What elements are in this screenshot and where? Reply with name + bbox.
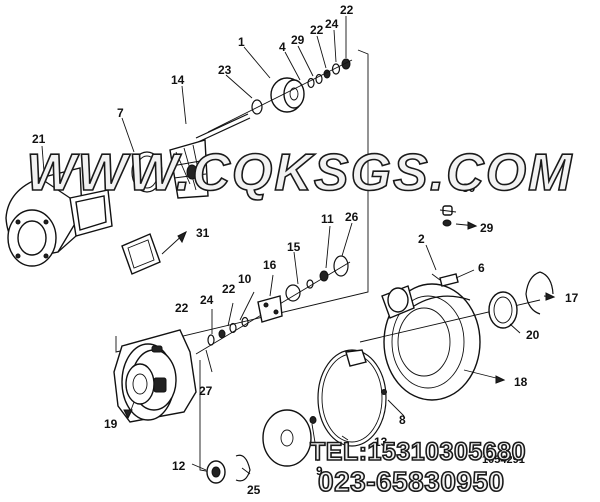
callout-18: 18	[514, 375, 528, 389]
oring-20	[488, 291, 518, 329]
callout-21: 21	[32, 132, 46, 146]
callout-24-top: 24	[325, 17, 339, 31]
ring-25	[235, 454, 251, 482]
callout-16: 16	[263, 258, 277, 272]
compressor-housing	[359, 283, 541, 401]
callout-19: 19	[104, 417, 118, 431]
callout-14: 14	[171, 73, 185, 87]
callout-4: 4	[279, 40, 286, 54]
compressor-wheel-9	[262, 409, 317, 467]
callout-22-mid: 22	[310, 23, 324, 37]
leader-lines	[41, 16, 555, 475]
callout-12: 12	[172, 459, 186, 473]
thrust-stack	[195, 255, 351, 355]
callout-9: 9	[316, 464, 323, 478]
callout-26: 26	[345, 210, 359, 224]
callout-8: 8	[399, 413, 406, 427]
callout-25: 25	[247, 483, 261, 497]
callout-17: 17	[565, 291, 579, 305]
callout-10: 10	[238, 272, 252, 286]
gasket-31	[121, 233, 161, 275]
callout-15: 15	[287, 240, 301, 254]
callout-20: 20	[526, 328, 540, 342]
reference-code: 1054291	[482, 454, 525, 466]
vband-clamp-13	[317, 349, 387, 447]
callout-24-left: 24	[200, 293, 214, 307]
arrow-heads	[123, 221, 556, 420]
callout-23: 23	[218, 63, 232, 77]
callout-11: 11	[321, 212, 334, 226]
turbine-housing	[5, 167, 113, 267]
callout-30: 30	[462, 181, 476, 195]
callout-labels: 1 2 4 6 7 8 9 10 11 12 13 14 15 16 17 18…	[32, 3, 579, 497]
callout-6: 6	[478, 261, 485, 275]
top-bearing-stack	[207, 58, 353, 133]
callout-13: 13	[374, 435, 388, 449]
callout-29-right: 29	[480, 221, 494, 235]
block-6	[431, 273, 459, 287]
retaining-ring-17	[525, 271, 554, 315]
plug-30-29	[442, 205, 453, 227]
callout-7: 7	[117, 106, 124, 120]
bearing-housing	[113, 329, 197, 423]
nut-12	[206, 460, 226, 484]
callout-22-left: 22	[175, 301, 189, 315]
callout-29-top: 29	[291, 33, 305, 47]
callout-22-center: 22	[222, 282, 236, 296]
callout-27: 27	[199, 384, 213, 398]
callout-2: 2	[418, 232, 425, 246]
turbine-wheel-shaft	[169, 113, 251, 199]
clamp-ring-7	[131, 151, 163, 193]
callout-31: 31	[196, 226, 210, 240]
callout-22-top: 22	[340, 3, 354, 17]
callout-1: 1	[238, 35, 245, 49]
